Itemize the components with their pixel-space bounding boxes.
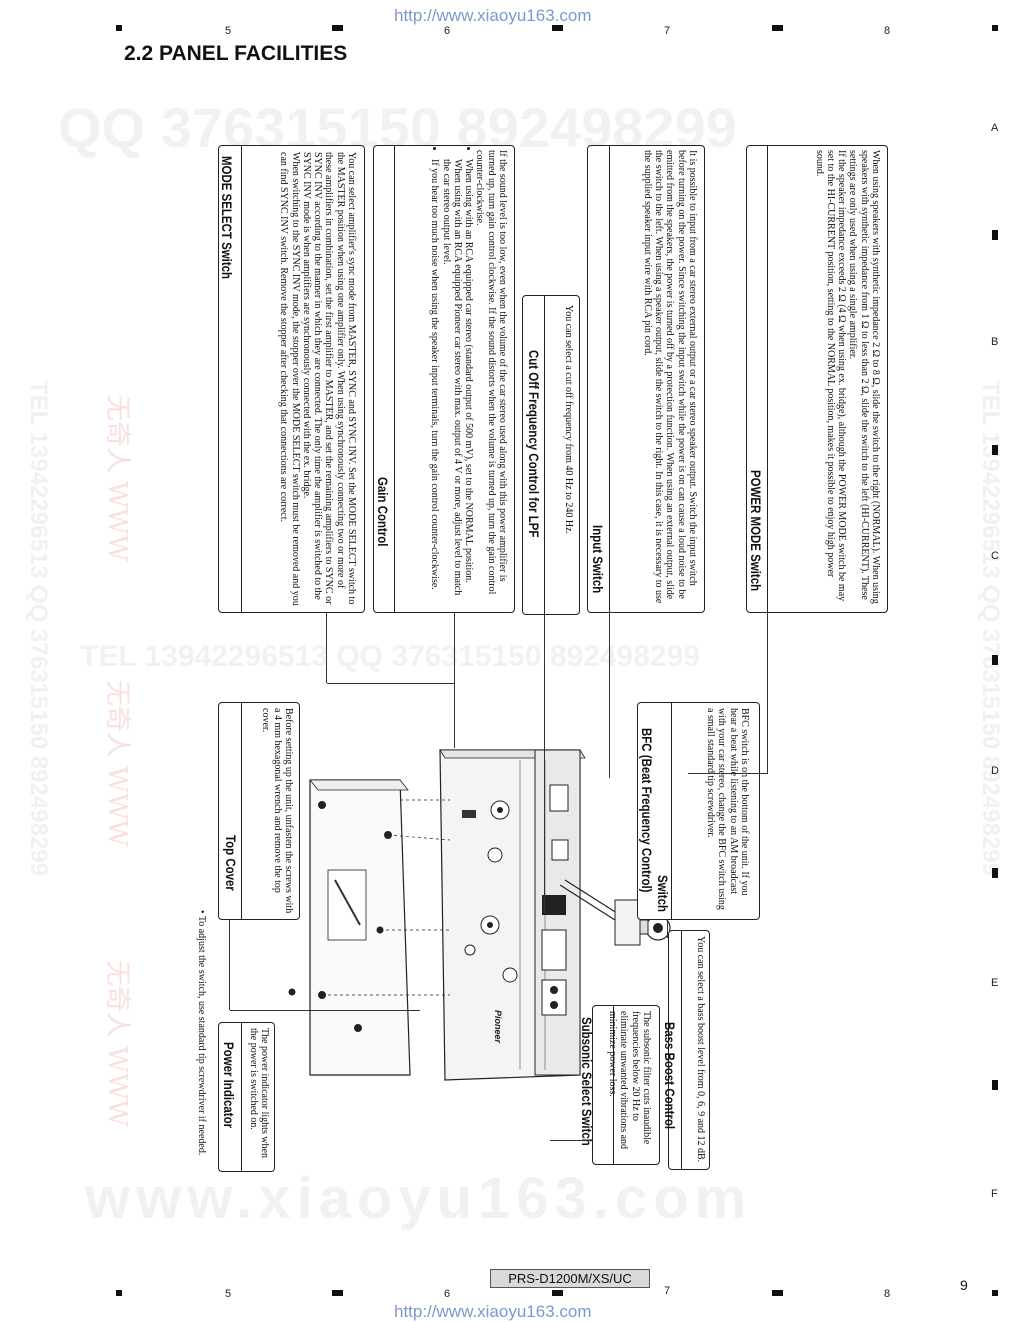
power-mode-heading: POWER MODE Switch bbox=[748, 470, 763, 592]
column-number: 5 bbox=[225, 25, 232, 37]
gain-control-rule bbox=[394, 145, 395, 613]
top-cover-illustration bbox=[288, 779, 411, 1076]
power-mode-paragraph: When using speakers with synthetic imped… bbox=[847, 150, 881, 604]
column-number: 7 bbox=[664, 25, 671, 37]
corner-mark bbox=[992, 1290, 998, 1296]
leader-line bbox=[688, 773, 768, 774]
lpf-heading: Cut Off Frequency Control for LPF bbox=[526, 350, 541, 538]
bass-boost-heading: Bass Boost Control bbox=[662, 1022, 677, 1130]
page-number: 9 bbox=[960, 1277, 968, 1293]
power-indicator-heading: Power Indicator bbox=[221, 1042, 236, 1129]
mode-select-paragraph: You can select amplifier's sync mode fro… bbox=[300, 152, 357, 605]
device-brand-label: Pioneer bbox=[493, 1010, 503, 1044]
leader-line bbox=[609, 613, 610, 778]
bfc-heading: BFC (Beat Frequency Control) bbox=[639, 728, 654, 893]
bfc-text: BFC switch is on the bottom of the unit.… bbox=[705, 708, 750, 910]
leader-line bbox=[230, 1010, 420, 1011]
header-url[interactable]: http://www.xiaoyu163.com bbox=[394, 6, 592, 25]
top-cover-text: Before setting up the unit, unfasten the… bbox=[260, 708, 294, 914]
column-number: 6 bbox=[444, 25, 451, 37]
lpf-text: You can select a cut off frequency from … bbox=[563, 305, 574, 535]
input-switch-text: It is possible to input from a car stere… bbox=[641, 150, 698, 604]
bottom-mark bbox=[552, 1290, 563, 1296]
leader-line bbox=[667, 920, 668, 938]
subsonic-text: The subsonic filter cuts inaudible frequ… bbox=[607, 1011, 652, 1150]
row-letter: D bbox=[991, 765, 999, 777]
leader-line bbox=[229, 920, 230, 1010]
leader-line bbox=[326, 613, 327, 683]
gain-control-text: If the sound level is too low, even when… bbox=[429, 150, 508, 606]
gain-control-bullet-2: If you hear too much noise when using th… bbox=[429, 159, 440, 606]
corner-mark bbox=[116, 1290, 122, 1296]
footer-url[interactable]: http://www.xiaoyu163.com bbox=[394, 1302, 592, 1321]
amplifier-illustration: Pioneer bbox=[288, 749, 671, 1081]
side-mark bbox=[992, 868, 998, 878]
bottom-mark bbox=[332, 1290, 343, 1296]
mode-select-paragraph-2: When switching to the SYNC INV mode, the… bbox=[278, 152, 301, 606]
leader-line bbox=[550, 1140, 590, 1141]
input-switch-heading: Input Switch bbox=[590, 525, 605, 594]
watermark-tel: TEL 13942296513 QQ 376315150 892498299 bbox=[80, 640, 700, 673]
bfc-rule bbox=[671, 702, 672, 920]
top-cover-heading: Top Cover bbox=[223, 835, 238, 891]
row-letter: B bbox=[991, 336, 999, 348]
row-letter: C bbox=[991, 550, 999, 562]
watermark-red-mark: 无奇人 WWW bbox=[102, 395, 132, 562]
page-title: 2.2 PANEL FACILITIES bbox=[124, 42, 348, 65]
bass-boost-rule bbox=[681, 930, 682, 1170]
side-mark bbox=[992, 655, 998, 665]
power-indicator-text: The power indicator lights when the powe… bbox=[247, 1028, 270, 1158]
gain-control-paragraph: If the sound level is too low, even when… bbox=[474, 150, 508, 595]
input-switch-rule bbox=[609, 145, 610, 613]
leader-line bbox=[767, 613, 768, 773]
gain-control-heading: Gain Control bbox=[375, 477, 390, 547]
watermark-rotated-left: TEL 13942296513 QQ 376315150 892498299 bbox=[25, 380, 52, 876]
subsonic-heading: Subsonic Select Switch bbox=[579, 1017, 594, 1146]
watermark-rotated-right: TEL 13942296513 QQ 376315150 892498299 bbox=[977, 380, 1004, 876]
row-letter: F bbox=[991, 1188, 998, 1200]
corner-mark bbox=[992, 25, 998, 31]
row-letter: A bbox=[991, 122, 999, 134]
bfc-heading-2: Switch bbox=[655, 875, 670, 912]
side-mark bbox=[992, 445, 998, 455]
rotated-diagram: MODE SELECT Switch You can select amplif… bbox=[196, 140, 900, 1180]
leader-line bbox=[327, 683, 455, 684]
column-number: 6 bbox=[444, 1288, 451, 1300]
power-mode-rule bbox=[767, 145, 768, 613]
watermark-red-mark: 无奇人 WWW bbox=[102, 680, 132, 847]
column-number: 7 bbox=[664, 1285, 671, 1297]
watermark-red-mark: 无奇人 WWW bbox=[102, 960, 132, 1127]
leader-line bbox=[544, 613, 545, 913]
gain-control-bullet-1: When using with an RCA equipped car ster… bbox=[440, 159, 475, 606]
row-letter: E bbox=[991, 977, 999, 989]
top-mark bbox=[332, 25, 343, 31]
mode-select-heading: MODE SELECT Switch bbox=[219, 156, 234, 280]
power-mode-paragraph-2: If the speaker impedance exceeds 2 Ω (4 … bbox=[813, 150, 848, 602]
footer-model-label: PRS-D1200M/XS/UC bbox=[490, 1269, 650, 1288]
mode-select-text: You can select amplifier's sync mode fro… bbox=[278, 152, 357, 607]
watermark-www: www.xiaoyu163.com bbox=[85, 1166, 753, 1231]
chassis-illustration: Pioneer bbox=[439, 749, 586, 1081]
top-cover-rule bbox=[241, 702, 242, 920]
adjust-note: • To adjust the switch, use standard tip… bbox=[196, 910, 207, 1156]
column-number: 8 bbox=[884, 1288, 891, 1300]
top-mark bbox=[772, 25, 783, 31]
leader-line bbox=[454, 613, 455, 748]
side-mark bbox=[992, 230, 998, 240]
power-indicator-rule bbox=[241, 1022, 242, 1172]
column-number: 5 bbox=[225, 1288, 232, 1300]
power-mode-text: When using speakers with synthetic imped… bbox=[813, 150, 881, 606]
lpf-rule bbox=[544, 295, 545, 615]
bass-boost-text: You can select a bass boost level from 0… bbox=[695, 936, 706, 1163]
side-mark bbox=[992, 1080, 998, 1090]
top-mark bbox=[552, 25, 563, 31]
bottom-mark bbox=[772, 1290, 783, 1296]
bfc-remote-illustration bbox=[559, 879, 671, 946]
mode-select-rule bbox=[241, 145, 242, 613]
corner-mark bbox=[116, 25, 122, 31]
column-number: 8 bbox=[884, 25, 891, 37]
